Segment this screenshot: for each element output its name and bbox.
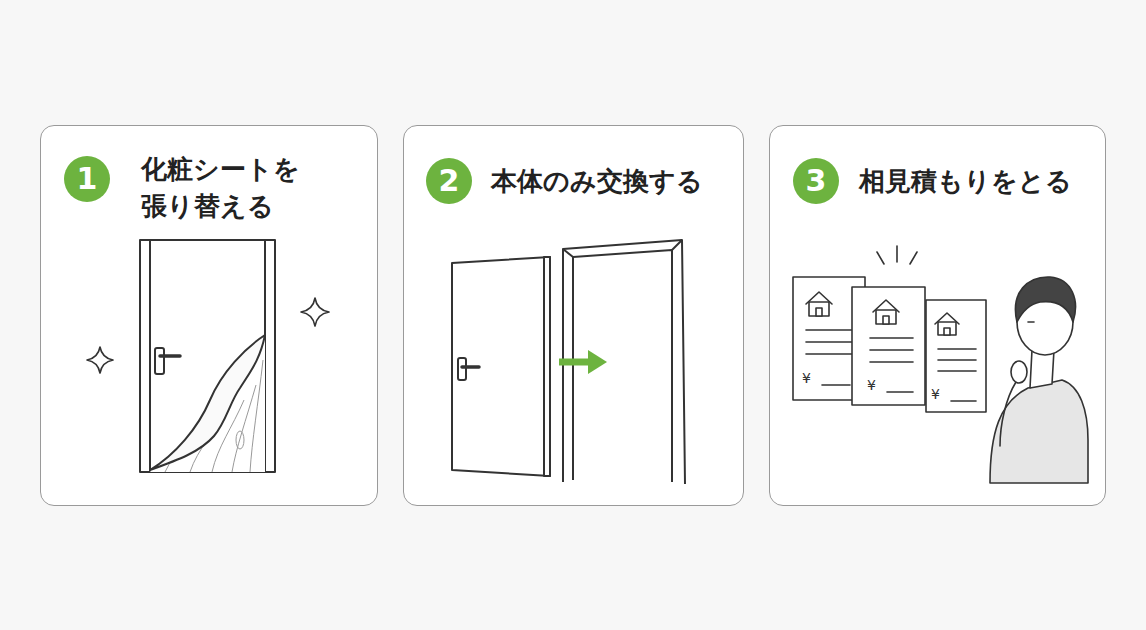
step-panel: 本体のみ交換する 2 [403,125,744,506]
door-handle-lever [462,365,479,369]
quote-compare-illustration [793,246,1088,483]
door-edge [149,240,151,472]
wood-surface [150,335,265,472]
currency-sign: ¥ [802,370,811,386]
house-icon [816,308,822,316]
door-handle-plate [458,358,466,380]
text-line [870,337,913,339]
house-icon [944,328,950,335]
emphasis-line [910,252,917,264]
frame-corner [563,249,573,257]
door-edge [264,240,266,472]
door-frame-inner [573,250,672,482]
house-icon [938,322,956,335]
house-icon [806,292,832,304]
emphasis-line [877,252,884,264]
person-neck [1030,350,1054,388]
move-arrow-head [588,350,607,374]
door-leaf-edge [544,257,550,476]
step-number: 2 [426,158,472,204]
circle-fill [64,156,110,202]
sparkle [301,298,329,326]
person-hand [1011,361,1027,383]
grain-line [165,418,208,472]
grain-line [190,410,228,472]
house-icon [876,310,896,324]
text-line [938,348,976,350]
door-sheet-illustration [87,240,329,472]
wood-knot [236,431,244,449]
number-circle: 1 [64,156,110,202]
door-frame-outer [563,240,685,484]
house-icon [873,300,899,312]
grain-line [212,400,244,472]
house-icon [935,313,959,324]
step-heading: 相見積もりをとる [859,163,1099,200]
wood-grain [165,360,263,472]
door-handle-lever [160,354,180,358]
person-hair [1015,277,1075,322]
quote-document [926,300,986,412]
amount-line [951,400,976,402]
grain-line [232,385,256,472]
text-line [806,353,852,355]
text-line [870,361,913,363]
person-eye [1028,321,1034,323]
currency-sign: ¥ [867,377,876,393]
step-panel: 化粧シートを 張り替える 1 [40,125,378,506]
circle-fill [426,158,472,204]
quote-document [852,287,925,405]
person-body [990,380,1088,483]
amount-line [822,384,850,386]
step-panel: 相見積もりをとる 3 [769,125,1106,506]
house-icon [883,316,889,324]
step-number: 1 [64,156,110,202]
door-handle-plate [155,348,164,374]
quote-document [793,277,865,400]
step-heading: 本体のみ交換する [491,163,731,200]
person-head [1017,289,1073,355]
door-replace-illustration [452,240,685,484]
sparkle [87,347,113,373]
text-line [870,349,913,351]
door-frame [140,240,275,472]
circle-fill [793,158,839,204]
house-icon [809,302,829,316]
number-circle: 3 [793,158,839,204]
step-number: 3 [793,158,839,204]
amount-line [887,391,913,393]
move-arrow-shaft [559,359,590,366]
grain-line [250,360,263,472]
door-leaf [452,257,550,476]
person-arm [1000,382,1016,446]
step-heading: 化粧シートを 張り替える [141,151,316,225]
text-line [806,329,852,331]
text-line [938,370,976,372]
frame-corner [672,240,682,250]
text-line [938,359,976,361]
text-line [806,341,852,343]
currency-sign: ¥ [931,386,940,402]
emphasis-line [896,246,898,262]
peeling-sheet [150,335,265,470]
number-circle: 2 [426,158,472,204]
